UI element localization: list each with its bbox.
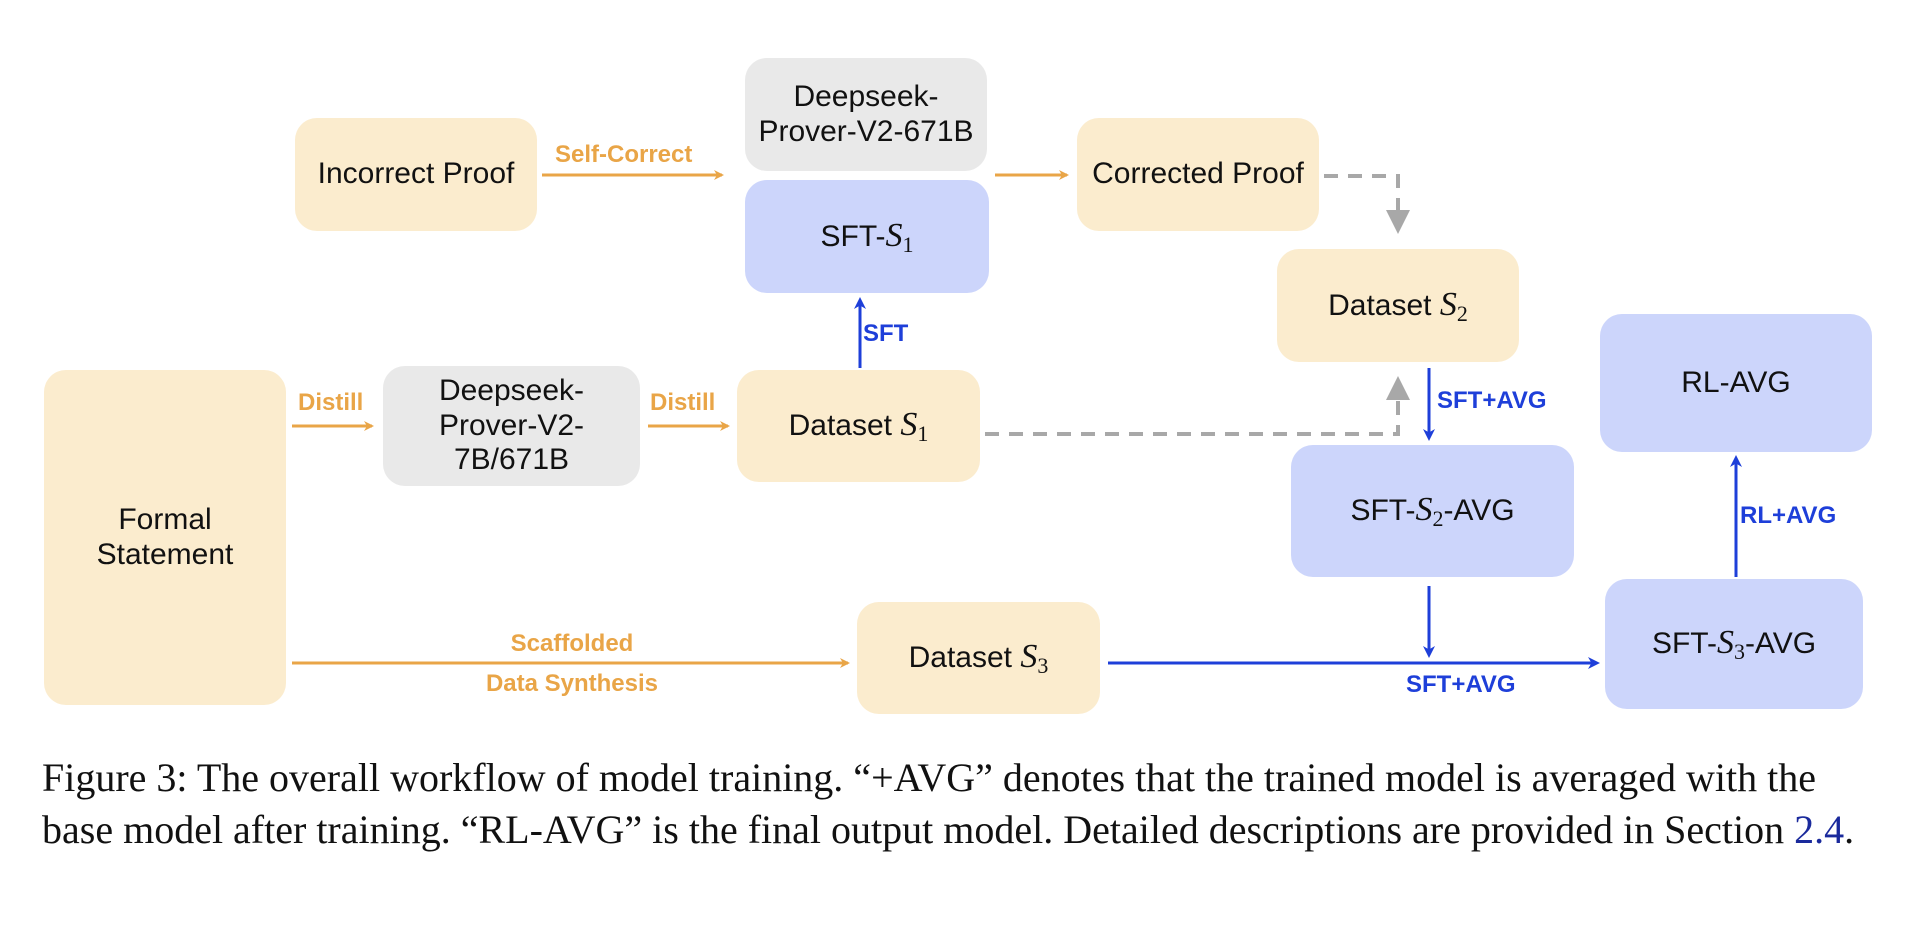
node-sft-s3-avg-label: SFT-S3-AVG bbox=[1651, 624, 1817, 665]
caption-text: Figure 3: The overall workflow of model … bbox=[42, 755, 1816, 852]
edge-label-distill-1: Distill bbox=[298, 389, 363, 416]
node-dataset-s1-label: Dataset S1 bbox=[788, 406, 929, 447]
node-formal-statement: Formal Statement bbox=[44, 370, 286, 705]
node-dataset-s2: Dataset S2 bbox=[1277, 249, 1519, 362]
node-rl-avg: RL-AVG bbox=[1600, 314, 1872, 452]
node-incorrect-proof-label: Incorrect Proof bbox=[317, 157, 515, 191]
edge-label-sft-avg-2: SFT+AVG bbox=[1406, 671, 1516, 698]
node-prover-671b-label: Deepseek- Prover-V2-671B bbox=[758, 80, 974, 148]
edges-layer: Self-Correct Distill Distill SFT SFT+AVG… bbox=[292, 141, 1836, 698]
node-dataset-s3-label: Dataset S3 bbox=[908, 638, 1049, 679]
edge-s1-to-s2 bbox=[985, 376, 1410, 436]
edge-label-self-correct: Self-Correct bbox=[555, 141, 692, 168]
node-prover-7b-671b-label: Deepseek- Prover-V2- 7B/671B bbox=[438, 374, 585, 477]
node-sft-s1: SFT-S1 bbox=[745, 180, 989, 293]
node-dataset-s3: Dataset S3 bbox=[857, 602, 1100, 714]
edge-label-sft: SFT bbox=[863, 320, 909, 347]
node-formal-statement-label: Formal Statement bbox=[96, 503, 234, 571]
edge-label-rl-avg: RL+AVG bbox=[1740, 502, 1836, 529]
node-rl-avg-label: RL-AVG bbox=[1681, 365, 1791, 399]
edge-corrected-to-s2 bbox=[1324, 174, 1410, 234]
edge-label-sft-avg-1: SFT+AVG bbox=[1437, 387, 1547, 414]
node-dataset-s2-label: Dataset S2 bbox=[1328, 285, 1468, 326]
node-dataset-s1: Dataset S1 bbox=[737, 370, 980, 482]
edge-label-scaffolded-1: Scaffolded bbox=[511, 630, 634, 657]
node-prover-671b: Deepseek- Prover-V2-671B bbox=[745, 58, 987, 171]
node-sft-s2-avg: SFT-S2-AVG bbox=[1291, 445, 1574, 577]
edge-label-scaffolded-2: Data Synthesis bbox=[486, 670, 658, 697]
node-corrected-proof-label: Corrected Proof bbox=[1092, 157, 1304, 191]
node-sft-s2-avg-label: SFT-S2-AVG bbox=[1350, 491, 1515, 532]
figure-caption: Figure 3: The overall workflow of model … bbox=[42, 752, 1882, 856]
edge-label-distill-2: Distill bbox=[650, 389, 715, 416]
node-prover-7b-671b: Deepseek- Prover-V2- 7B/671B bbox=[383, 366, 640, 486]
caption-end: . bbox=[1844, 807, 1855, 852]
node-sft-s1-label: SFT-S1 bbox=[820, 216, 914, 257]
node-incorrect-proof: Incorrect Proof bbox=[295, 118, 537, 231]
caption-section-link[interactable]: 2.4 bbox=[1794, 807, 1845, 852]
node-sft-s3-avg: SFT-S3-AVG bbox=[1605, 579, 1863, 709]
node-corrected-proof: Corrected Proof bbox=[1077, 118, 1319, 231]
